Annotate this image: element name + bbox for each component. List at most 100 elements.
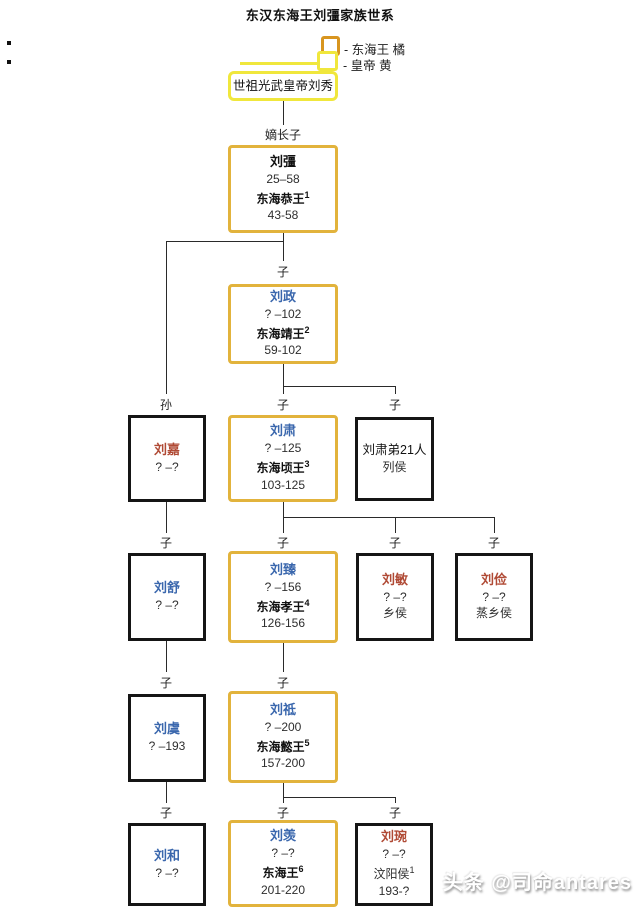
node-liuzhen: 刘臻 ? –156 东海孝王4 126-156 bbox=[228, 551, 338, 643]
node-lifespan: ? –? bbox=[155, 865, 179, 880]
connector-line bbox=[166, 641, 167, 672]
node-lifespan: ? –125 bbox=[264, 441, 302, 456]
edge-label-son: 子 bbox=[388, 536, 402, 550]
connector-line bbox=[494, 518, 495, 533]
node-liuqiang: 刘彊 25–58 东海恭王1 43-58 bbox=[228, 145, 338, 233]
edge-label-son: 子 bbox=[388, 398, 402, 412]
connector-line bbox=[283, 364, 284, 394]
node-liusu: 刘肃 ? –125 东海顷王3 103-125 bbox=[228, 415, 338, 502]
node-name-link[interactable]: 刘祗 bbox=[269, 701, 296, 717]
node-emperor-liuxiu: 世祖光武皇帝刘秀 bbox=[228, 71, 338, 101]
node-lifespan: ? –? bbox=[271, 846, 295, 861]
connector-line bbox=[283, 517, 495, 518]
node-title: 东海懿王5 bbox=[256, 737, 310, 754]
node-title: 列侯 bbox=[382, 459, 407, 474]
edge-label-son: 子 bbox=[159, 536, 173, 550]
node-reign: 59-102 bbox=[264, 343, 302, 358]
node-title: 东海顷王3 bbox=[256, 459, 310, 476]
node-name: 刘彊 bbox=[269, 153, 296, 169]
toutiao-watermark: 头条 @司命antares bbox=[442, 872, 632, 894]
node-lifespan: ? –193 bbox=[148, 739, 186, 754]
connector-line bbox=[166, 242, 167, 394]
node-name-link[interactable]: 刘臻 bbox=[269, 561, 296, 577]
node-name: 刘肃弟21人 bbox=[362, 443, 427, 458]
node-liuyu: 刘虞 ? –193 bbox=[128, 694, 206, 782]
node-lifespan: ? –? bbox=[155, 459, 179, 474]
edge-label-son: 子 bbox=[276, 806, 290, 820]
edge-label-son: 子 bbox=[159, 676, 173, 690]
node-title: 东海靖王2 bbox=[256, 324, 310, 341]
node-reign: 157-200 bbox=[260, 756, 306, 771]
edge-label-son: 子 bbox=[276, 536, 290, 550]
page-title: 东汉东海王刘彊家族世系 bbox=[245, 8, 395, 23]
node-liuxian: 刘羡 ? –? 东海王6 201-220 bbox=[228, 820, 338, 907]
node-name-link[interactable]: 刘舒 bbox=[153, 580, 180, 596]
connector-line bbox=[166, 782, 167, 803]
node-name-link[interactable]: 刘虞 bbox=[153, 721, 180, 737]
node-name-link[interactable]: 刘和 bbox=[153, 847, 180, 863]
connector-line bbox=[283, 797, 396, 798]
node-liushu: 刘舒 ? –? bbox=[128, 553, 206, 641]
connector-line bbox=[166, 241, 284, 242]
edge-label-son: 子 bbox=[487, 536, 501, 550]
legend-emperor-connector bbox=[240, 62, 319, 65]
edge-label-son: 子 bbox=[388, 806, 402, 820]
node-title: 蒸乡侯 bbox=[475, 606, 512, 621]
edge-label-son: 子 bbox=[276, 676, 290, 690]
node-title: 东海孝王4 bbox=[256, 597, 310, 614]
node-name-link[interactable]: 刘政 bbox=[269, 288, 296, 304]
node-liujia: 刘嘉 ? –? bbox=[128, 415, 206, 502]
connector-line bbox=[283, 233, 284, 242]
connector-line bbox=[283, 242, 284, 261]
edge-label-son: 子 bbox=[276, 265, 290, 279]
node-name-link[interactable]: 刘琬 bbox=[380, 829, 407, 845]
edge-label-son: 子 bbox=[159, 806, 173, 820]
node-reign: 43-58 bbox=[267, 208, 299, 223]
edge-label-son: 子 bbox=[276, 398, 290, 412]
node-name-link[interactable]: 刘敏 bbox=[381, 571, 408, 587]
node-lifespan: 25–58 bbox=[266, 171, 300, 186]
node-lifespan: ? –102 bbox=[264, 306, 302, 321]
node-reign: 103-125 bbox=[260, 477, 306, 492]
legend-emperor-label: - 皇帝 黄 bbox=[343, 59, 392, 73]
connector-line bbox=[283, 782, 284, 803]
node-reign: 126-156 bbox=[260, 616, 306, 631]
node-liumin: 刘敏 ? –? 乡侯 bbox=[356, 553, 434, 641]
node-name-link[interactable]: 刘肃 bbox=[269, 423, 296, 439]
node-reign: 201-220 bbox=[260, 882, 306, 897]
list-bullet bbox=[7, 60, 11, 64]
node-title: 汶阳侯1 bbox=[373, 865, 415, 882]
node-lifespan: ? –? bbox=[482, 589, 506, 604]
connector-line bbox=[166, 502, 167, 533]
node-title: 东海王6 bbox=[262, 864, 304, 881]
node-liuwan: 刘琬 ? –? 汶阳侯1 193-? bbox=[355, 823, 433, 906]
node-liuzheng: 刘政 ? –102 东海靖王2 59-102 bbox=[228, 284, 338, 364]
node-reign: 193-? bbox=[378, 883, 410, 898]
node-lifespan: ? –? bbox=[383, 589, 407, 604]
node-name-link[interactable]: 刘嘉 bbox=[153, 441, 180, 457]
list-bullet bbox=[7, 41, 11, 45]
connector-line bbox=[395, 518, 396, 533]
node-lifespan: ? –? bbox=[382, 847, 406, 862]
connector-line bbox=[283, 101, 284, 125]
node-name-link[interactable]: 刘羡 bbox=[269, 828, 296, 844]
node-lifespan: ? –156 bbox=[264, 579, 302, 594]
node-liusu-brothers: 刘肃弟21人 列侯 bbox=[355, 417, 434, 501]
legend-king-label: - 东海王 橘 bbox=[344, 43, 406, 57]
node-liuzhi: 刘祗 ? –200 东海懿王5 157-200 bbox=[228, 691, 338, 783]
node-liuhe: 刘和 ? –? bbox=[128, 823, 206, 906]
legend-emperor-swatch bbox=[317, 51, 338, 71]
node-name: 世祖光武皇帝刘秀 bbox=[232, 78, 333, 93]
edge-label-grandson: 孙 bbox=[159, 398, 173, 412]
node-lifespan: ? –200 bbox=[264, 719, 302, 734]
node-title: 东海恭王1 bbox=[256, 189, 310, 206]
connector-line bbox=[395, 798, 396, 803]
connector-line bbox=[283, 643, 284, 672]
connector-line bbox=[395, 387, 396, 394]
node-name-link[interactable]: 刘俭 bbox=[480, 571, 507, 587]
edge-label-heir: 嫡长子 bbox=[264, 128, 302, 142]
node-liujian: 刘俭 ? –? 蒸乡侯 bbox=[455, 553, 533, 641]
connector-line bbox=[283, 386, 396, 387]
node-title: 乡侯 bbox=[382, 606, 407, 621]
